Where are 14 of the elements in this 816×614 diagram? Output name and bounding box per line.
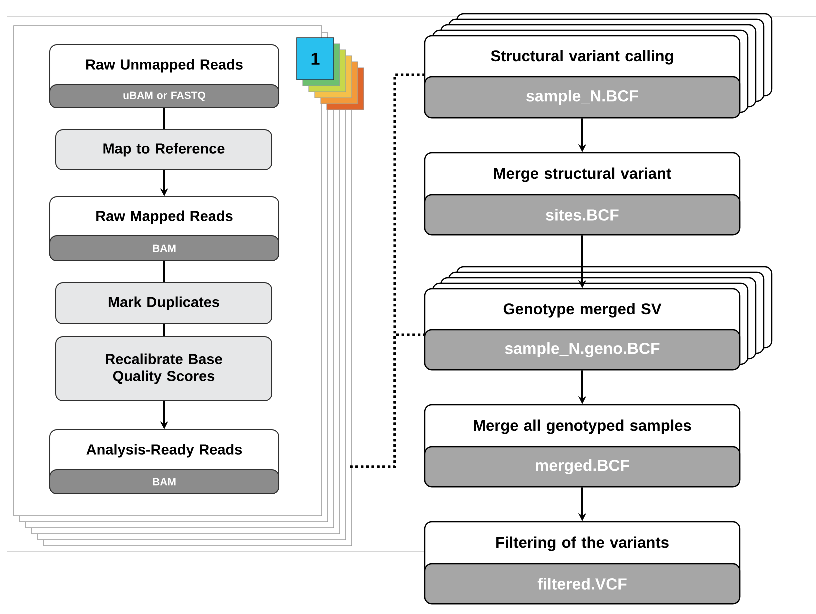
dotted-connector: [350, 334, 424, 468]
node-label: 1: [312, 53, 320, 65]
number-badge: 1: [296, 38, 364, 110]
process-box: Map to Reference: [56, 130, 272, 170]
data-box: Filtering of the variants filtered.VCF: [424, 521, 741, 605]
data-box: Raw Mapped Reads BAM: [50, 196, 280, 262]
data-box: Merge all genotyped samples merged.BCF: [424, 404, 741, 488]
process-box: Mark Duplicates: [56, 282, 272, 324]
stacked-process-box: Genotype merged SV sample_N.geno.BCF: [424, 266, 773, 371]
stacked-process-box: Structural variant calling sample_N.BCF: [424, 13, 773, 119]
data-box: Raw Unmapped Reads uBAM or FASTQ: [50, 44, 280, 108]
process-box: Recalibrate Base Quality Scores: [56, 336, 272, 402]
data-box: Merge structural variant sites.BCF: [424, 152, 741, 236]
data-box: Analysis-Ready Reads BAM: [50, 430, 280, 494]
